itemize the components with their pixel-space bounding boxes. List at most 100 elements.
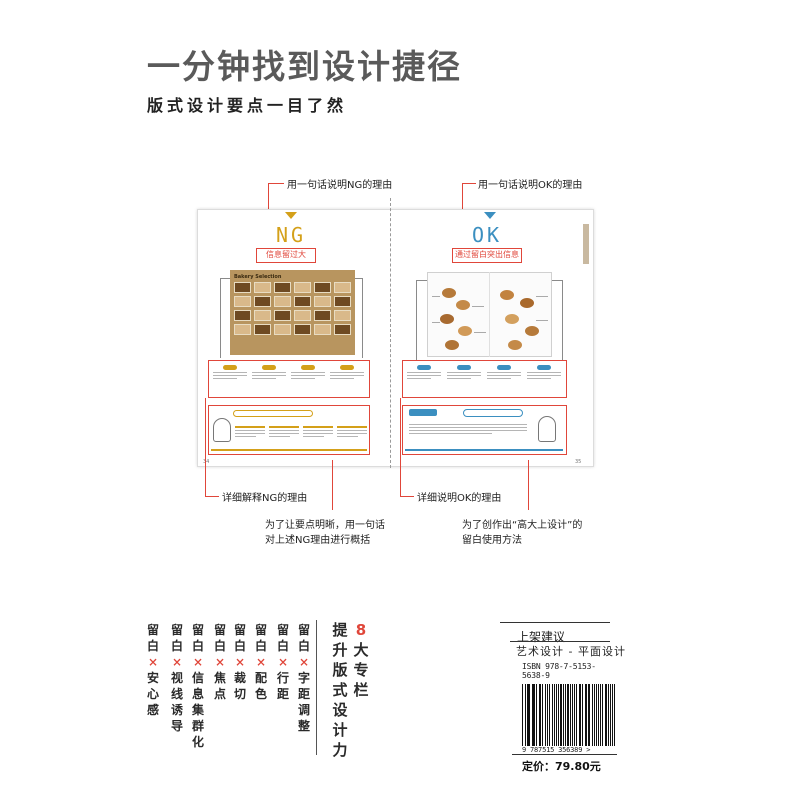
barcode-bar [608,684,609,746]
topic-char: 白 [297,639,310,653]
topic-char: 留 [276,623,289,637]
topic-char: 整 [297,719,310,733]
ok-label: OK [472,223,503,247]
topic-char: 色 [254,687,267,701]
topic-char: 配 [254,671,267,685]
barcode-bar [525,684,526,746]
detail-column [303,426,333,448]
ng-detail-highlight [208,405,370,455]
feature-char: 版 [332,661,348,679]
feature-char: 提 [332,621,348,639]
product-thumb [334,324,351,335]
topic-column: 留白×裁切 [233,622,247,702]
barcode-bar [574,684,575,746]
topic-char: 线 [170,687,183,701]
topic-column: 留白×安心感 [146,622,160,718]
feature-char: 栏 [353,681,369,699]
bread-image [508,340,522,350]
guide-line [355,278,363,279]
ng-tag: 信息留过大 [256,248,316,263]
note-column [447,365,481,381]
point-badge [409,409,437,416]
note-column [330,365,364,381]
note-column [252,365,286,381]
product-thumb [234,296,251,307]
barcode-bar [582,684,583,746]
speech-bubble [233,410,313,417]
product-thumb [334,282,351,293]
ok-notes-highlight [402,360,567,398]
feature-char: 大 [353,641,369,659]
topic-char: × [147,655,159,669]
caption-line [432,322,440,323]
ok-triangle-icon [484,212,496,219]
topic-column: 留白×焦点 [213,622,227,702]
topic-char: 息 [191,687,204,701]
right-page-number: 35 [575,459,582,465]
topic-char: 点 [213,687,226,701]
topic-column: 留白×配色 [254,622,268,702]
bread-image [456,300,470,310]
guide-line [416,280,427,281]
barcode-block: ISBN 978-7-5153-5638-9 9 787515 356389 > [522,662,616,754]
bread-image [505,314,519,324]
topic-char: 白 [233,639,246,653]
product-thumb [234,310,251,321]
barcode-bar [562,684,564,746]
barcode-bar [598,684,600,746]
topic-char: 留 [191,623,204,637]
topic-char: 白 [276,639,289,653]
bread-image [458,326,472,336]
topic-char: 留 [213,623,226,637]
caption-line [472,306,484,307]
topic-char: × [298,655,310,669]
topic-char: 集 [191,703,204,717]
ng-triangle-icon [285,212,297,219]
product-thumb [254,282,271,293]
book-subtitle: 版式设计要点一目了然 [147,96,348,115]
product-thumb [294,282,311,293]
connector-line [332,460,333,510]
note-column [407,365,441,381]
topic-char: 距 [276,687,289,701]
topic-char: × [171,655,183,669]
product-thumb [294,296,311,307]
connector-line [528,460,529,510]
barcode-bar [587,684,589,746]
price-label: 定价：79.80元 [522,760,601,773]
product-thumb [274,324,291,335]
bread-image [500,290,514,300]
barcode-bar [538,684,540,746]
barcode-bar [522,684,524,746]
connector-line [205,496,219,497]
ng-notes-highlight [208,360,370,398]
ng-example-sheet: Bakery Selection [230,270,355,355]
barcode-bar [533,684,535,746]
detail-underline [405,449,563,451]
barcode-number: 9 787515 356389 > [522,746,591,754]
topic-char: × [277,655,289,669]
topic-char: 感 [146,703,159,717]
barcode-bar [612,684,613,746]
ng-label: NG [276,223,307,247]
topic-char: × [255,655,267,669]
barcode-bar [560,684,562,746]
topic-char: 字 [297,671,310,685]
callout-ng-detail: 详细解释NG的理由 [222,493,308,504]
topic-char: × [234,655,246,669]
product-thumb [314,296,331,307]
barcode-bar [569,684,571,746]
note-column [213,365,247,381]
topic-char: × [214,655,226,669]
topic-char: 白 [191,639,204,653]
topic-char: 白 [146,639,159,653]
topic-char: 视 [170,671,183,685]
feature-char: 设 [332,701,348,719]
book-title: 一分钟找到设计捷径 [147,47,462,86]
barcode-bar [609,684,611,746]
topic-column: 留白×信息集群化 [191,622,205,750]
speech-bubble [463,409,523,417]
caption-line [536,320,548,321]
barcode-bar [535,684,537,746]
topic-char: 诱 [170,703,183,717]
